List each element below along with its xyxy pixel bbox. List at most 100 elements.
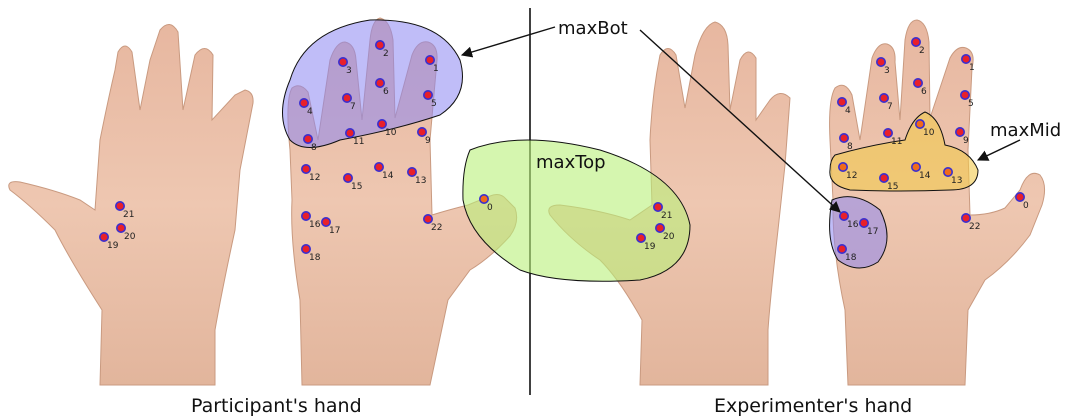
landmark-label: 7	[350, 102, 356, 112]
landmark-label: 20	[663, 232, 675, 242]
landmark-label: 0	[487, 203, 493, 213]
landmark-label: 21	[123, 210, 134, 220]
landmark-point	[304, 135, 312, 143]
landmark-point	[424, 91, 432, 99]
landmark-label: 6	[383, 87, 389, 97]
landmark-point	[880, 94, 888, 102]
landmark-point	[343, 94, 351, 102]
landmark-point	[100, 233, 108, 241]
label-max-top: maxTop	[536, 152, 606, 173]
landmark-label: 16	[309, 220, 321, 230]
landmark-point	[302, 245, 310, 253]
landmark-point	[840, 134, 848, 142]
participant-back-hand	[9, 24, 253, 385]
landmark-label: 12	[309, 173, 320, 183]
landmark-point	[376, 41, 384, 49]
landmark-point	[839, 163, 847, 171]
landmark-point	[378, 120, 386, 128]
landmark-point	[916, 120, 924, 128]
landmark-label: 13	[415, 176, 426, 186]
caption-experimenter-hand: Experimenter's hand	[714, 395, 912, 417]
landmark-label: 17	[329, 226, 340, 236]
landmark-point	[418, 128, 426, 136]
landmark-label: 14	[382, 171, 394, 181]
landmark-label: 22	[969, 222, 980, 232]
landmark-label: 1	[433, 64, 439, 74]
landmark-label: 4	[307, 107, 313, 117]
landmark-point	[860, 219, 868, 227]
landmark-point	[346, 129, 354, 137]
landmark-label: 9	[963, 136, 969, 146]
landmark-point	[376, 79, 384, 87]
caption-participant-hand: Participant's hand	[191, 395, 362, 417]
landmark-point	[962, 55, 970, 63]
landmark-point	[877, 58, 885, 66]
landmark-point	[838, 245, 846, 253]
label-max-mid: maxMid	[990, 120, 1061, 141]
landmark-label: 12	[846, 171, 857, 181]
landmark-point	[840, 212, 848, 220]
landmark-label: 20	[124, 232, 136, 242]
landmark-point	[302, 212, 310, 220]
landmark-point	[116, 202, 124, 210]
landmark-label: 18	[845, 253, 857, 263]
landmark-label: 9	[425, 136, 431, 146]
landmark-point	[884, 129, 892, 137]
landmark-label: 22	[431, 223, 442, 233]
landmark-point	[880, 174, 888, 182]
landmark-label: 8	[311, 143, 317, 153]
landmark-label: 14	[919, 171, 931, 181]
landmark-label: 11	[353, 137, 364, 147]
landmark-label: 15	[351, 182, 362, 192]
landmark-point	[654, 203, 662, 211]
landmark-label: 10	[923, 128, 935, 138]
max-bot-region-participant	[283, 20, 463, 148]
landmark-label: 2	[383, 49, 389, 59]
landmark-point	[962, 214, 970, 222]
landmark-label: 3	[346, 66, 352, 76]
landmark-point	[956, 128, 964, 136]
arrow-maxmid	[978, 140, 1020, 160]
landmark-point	[912, 163, 920, 171]
landmark-label: 1	[969, 63, 975, 73]
landmark-point	[637, 234, 645, 242]
landmark-point	[914, 79, 922, 87]
landmark-label: 4	[845, 106, 851, 116]
landmark-point	[300, 99, 308, 107]
landmark-point	[339, 58, 347, 66]
landmark-label: 0	[1023, 201, 1029, 211]
landmark-point	[117, 224, 125, 232]
landmark-label: 5	[968, 99, 974, 109]
landmark-point	[656, 224, 664, 232]
landmark-label: 6	[921, 87, 927, 97]
landmark-label: 8	[847, 142, 853, 152]
landmark-label: 2	[919, 46, 925, 56]
landmark-label: 19	[644, 242, 656, 252]
landmark-label: 16	[847, 220, 859, 230]
landmark-label: 3	[884, 66, 890, 76]
landmark-label: 7	[887, 102, 893, 112]
landmark-label: 13	[951, 176, 962, 186]
landmark-point	[322, 218, 330, 226]
landmark-label: 18	[309, 253, 321, 263]
landmark-label: 5	[431, 99, 437, 109]
landmark-point	[480, 195, 488, 203]
landmark-point	[944, 168, 952, 176]
landmark-point	[408, 168, 416, 176]
landmark-point	[302, 165, 310, 173]
arrow-maxbot-participant	[462, 27, 555, 55]
landmark-point	[344, 174, 352, 182]
landmark-point	[1016, 193, 1024, 201]
landmark-label: 19	[107, 241, 119, 251]
label-max-bot: maxBot	[558, 18, 628, 39]
landmark-label: 21	[661, 211, 672, 221]
landmark-label: 17	[867, 227, 878, 237]
landmark-label: 11	[891, 137, 902, 147]
landmark-label: 10	[385, 128, 397, 138]
landmark-point	[426, 56, 434, 64]
landmark-point	[912, 38, 920, 46]
landmark-point	[961, 91, 969, 99]
landmark-point	[838, 98, 846, 106]
landmark-point	[375, 163, 383, 171]
